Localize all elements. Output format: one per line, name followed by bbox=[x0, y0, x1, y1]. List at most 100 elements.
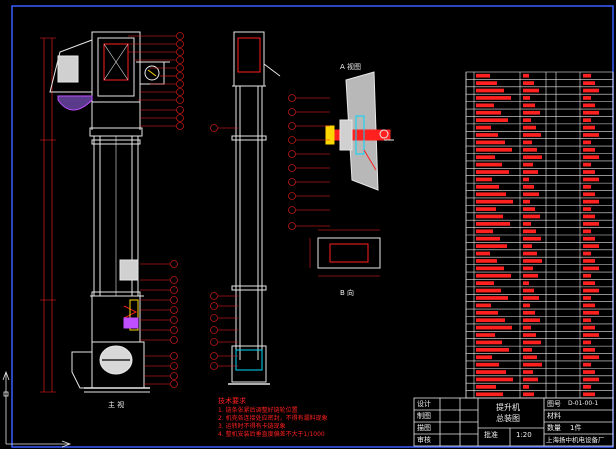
main-view-callouts bbox=[128, 32, 184, 388]
parts-list-code bbox=[523, 96, 530, 100]
parts-list-material bbox=[583, 207, 591, 211]
parts-list-entry bbox=[476, 125, 491, 130]
parts-list-entry bbox=[476, 370, 506, 374]
parts-list-entry bbox=[476, 244, 507, 248]
parts-list-code bbox=[523, 362, 542, 367]
parts-list-code bbox=[523, 229, 536, 234]
parts-list-entry bbox=[476, 184, 499, 189]
parts-list-entry bbox=[476, 251, 490, 256]
parts-list-code bbox=[523, 162, 533, 167]
parts-list-code bbox=[523, 392, 534, 397]
parts-list-entry bbox=[476, 310, 498, 315]
approve-label: 批准 bbox=[484, 431, 498, 439]
parts-list-code bbox=[523, 177, 529, 182]
note-3: 3. 运转时不得有卡链现象 bbox=[218, 423, 286, 430]
parts-list-code bbox=[523, 236, 541, 241]
parts-list-material bbox=[583, 192, 595, 197]
note-2: 2. 机壳各连接处应密封，不得有漏料现象 bbox=[218, 415, 328, 422]
quantity-label: 数量 bbox=[547, 424, 561, 432]
parts-list-material bbox=[583, 88, 599, 93]
parts-list-material bbox=[583, 273, 591, 278]
parts-list-entry bbox=[476, 222, 510, 226]
drawing-title-line2: 总装图 bbox=[496, 414, 520, 423]
parts-list-material bbox=[583, 214, 595, 219]
parts-list-code bbox=[523, 118, 531, 123]
parts-list-code bbox=[523, 222, 531, 226]
parts-list-code bbox=[523, 347, 532, 352]
parts-list-entry bbox=[476, 325, 512, 330]
parts-list-entry bbox=[476, 81, 497, 85]
parts-list-material bbox=[583, 296, 591, 300]
parts-list-material bbox=[583, 362, 591, 367]
parts-list-material bbox=[583, 355, 599, 360]
parts-list-entry bbox=[476, 199, 513, 204]
parts-list-code bbox=[523, 133, 541, 137]
parts-list-material bbox=[583, 96, 591, 100]
parts-list-material bbox=[583, 229, 591, 234]
parts-list-material bbox=[583, 110, 599, 115]
parts-list-entry bbox=[476, 192, 506, 197]
side-view bbox=[228, 31, 281, 385]
parts-list-entry bbox=[476, 147, 512, 152]
parts-list-material bbox=[583, 259, 595, 263]
parts-list-code bbox=[523, 266, 533, 271]
material-label: 材料 bbox=[547, 412, 561, 420]
parts-list-entry bbox=[476, 333, 495, 337]
parts-list-code bbox=[523, 296, 539, 300]
parts-list-material bbox=[583, 73, 591, 78]
parts-list-entry bbox=[476, 73, 490, 78]
parts-list-code bbox=[523, 73, 529, 78]
parts-list-material bbox=[583, 125, 595, 130]
parts-list-code bbox=[523, 81, 534, 85]
parts-list-entry bbox=[476, 392, 503, 397]
title-block-row-trace: 描图 bbox=[417, 424, 431, 432]
drawing-no-label: 图号 bbox=[547, 400, 561, 408]
parts-list-code bbox=[523, 207, 535, 211]
parts-list-code bbox=[523, 125, 536, 130]
parts-list-material bbox=[583, 303, 595, 308]
parts-list-entry bbox=[476, 162, 502, 167]
parts-list-material bbox=[583, 347, 595, 352]
parts-list-code bbox=[523, 103, 535, 108]
parts-list-entry bbox=[476, 266, 504, 271]
detail-view-label: B 向 bbox=[340, 289, 355, 297]
section-view bbox=[325, 71, 394, 191]
parts-list-code bbox=[523, 199, 530, 204]
parts-list-entry bbox=[476, 385, 496, 389]
parts-list-material bbox=[583, 147, 595, 152]
title-block-row-check: 审核 bbox=[417, 436, 431, 444]
parts-list-code bbox=[523, 259, 542, 263]
parts-list-material bbox=[583, 162, 591, 167]
parts-list-material bbox=[583, 199, 599, 204]
parts-list-entry bbox=[476, 207, 496, 211]
section-callouts bbox=[288, 94, 330, 230]
parts-list-code bbox=[523, 244, 532, 248]
parts-list-entry bbox=[476, 288, 501, 293]
parts-list-material bbox=[583, 244, 599, 248]
parts-list-material bbox=[583, 333, 599, 337]
parts-list-code bbox=[523, 251, 537, 256]
parts-list-material bbox=[583, 392, 595, 397]
parts-list-code bbox=[523, 340, 541, 345]
parts-list-material bbox=[583, 140, 591, 145]
parts-list-entry bbox=[476, 347, 509, 352]
parts-list-entry bbox=[476, 303, 491, 308]
parts-list-code bbox=[523, 214, 540, 219]
parts-list-entry bbox=[476, 96, 511, 100]
parts-list-entry bbox=[476, 103, 494, 108]
parts-list-entry bbox=[476, 355, 492, 360]
parts-list-code bbox=[523, 147, 537, 152]
parts-list-entry bbox=[476, 236, 500, 241]
parts-list-code bbox=[523, 184, 534, 189]
main-view-label: 主 视 bbox=[108, 401, 125, 409]
parts-list-entry bbox=[476, 155, 495, 160]
parts-list-entry bbox=[476, 88, 504, 93]
parts-list-entry bbox=[476, 362, 499, 367]
parts-list-code bbox=[523, 288, 534, 293]
parts-list-material bbox=[583, 103, 595, 108]
parts-list-code bbox=[523, 303, 530, 308]
parts-list-material bbox=[583, 251, 591, 256]
title-block-row-draw: 制图 bbox=[417, 412, 431, 420]
parts-list-code bbox=[523, 140, 532, 145]
parts-list-material bbox=[583, 133, 599, 137]
